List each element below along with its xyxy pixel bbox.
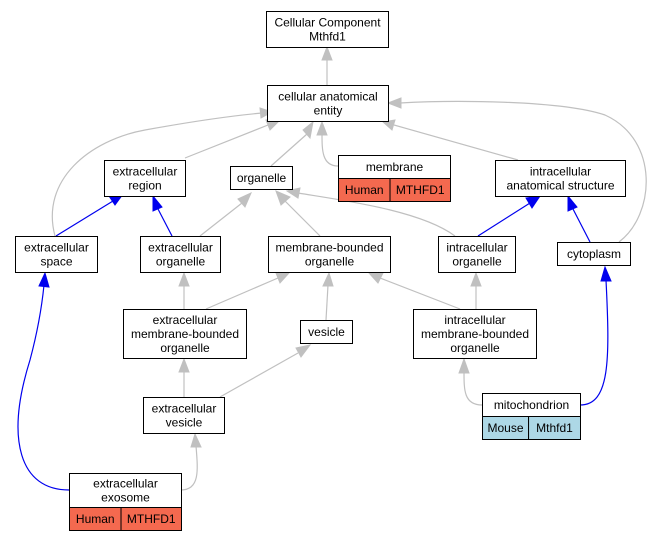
node-label: membrane-bounded (131, 327, 239, 341)
node-label: extracellular (153, 313, 218, 327)
edge-cyt-ias (567, 194, 591, 243)
node-label: Mthfd1 (309, 30, 346, 44)
node-label: exosome (101, 491, 150, 505)
node-label: organelle (237, 171, 287, 185)
gene-label: MTHFD1 (127, 512, 176, 526)
node-label: organelle (156, 255, 206, 269)
edge-ecs-cae (51, 107, 274, 237)
species-label: Human (76, 512, 115, 526)
node-label: extracellular (148, 241, 213, 255)
edge-cae-root (321, 45, 333, 85)
node-label: intracellular (530, 165, 591, 179)
node-label: extracellular (152, 402, 217, 416)
node-cyt[interactable]: cytoplasm (557, 242, 631, 266)
gene-label: Mthfd1 (536, 421, 573, 435)
node-label: membrane (366, 160, 424, 174)
edge-ecs-ecr (55, 193, 125, 237)
node-label: entity (314, 104, 343, 118)
edge-ico-org (285, 187, 456, 237)
edge-mem-cae (316, 120, 339, 167)
edge-ecv-emb (178, 357, 190, 397)
edge-mit-imb (458, 357, 483, 406)
node-label: membrane-bounded (421, 327, 529, 341)
node-label: space (40, 255, 72, 269)
edge-imb-ico (470, 271, 482, 309)
edge-exo-ecs (17, 271, 70, 491)
node-label: organelle (452, 255, 502, 269)
node-label: membrane-bounded (275, 241, 383, 255)
node-label: vesicle (308, 325, 345, 339)
node-label: Cellular Component (274, 16, 381, 30)
edge-eco-org (199, 192, 252, 237)
gene-tag (120, 507, 182, 531)
node-label: cellular anatomical (278, 90, 377, 104)
node-label: cytoplasm (567, 247, 621, 261)
edge-ecv-ves (219, 344, 312, 398)
edge-ecr-cae (184, 119, 282, 159)
gene-tag (528, 416, 581, 440)
edge-eco-ecr (152, 194, 173, 237)
node-label: extracellular (113, 165, 178, 179)
edge-emb-mbo (205, 272, 291, 310)
edge-ves-mbo (322, 271, 334, 321)
gene-label: MTHFD1 (396, 183, 445, 197)
node-label: vesicle (166, 416, 203, 430)
node-ves[interactable]: vesicle (300, 320, 353, 344)
edges (17, 45, 647, 491)
node-label: anatomical structure (506, 179, 614, 193)
node-label: organelle (305, 255, 355, 269)
node-org[interactable]: organelle (230, 166, 293, 190)
edge-mbo-org (275, 190, 321, 237)
node-label: region (128, 179, 161, 193)
species-label: Mouse (488, 421, 524, 435)
species-label: Human (345, 183, 384, 197)
node-label: mitochondrion (494, 398, 569, 412)
edge-exo-ecv (180, 432, 202, 491)
edge-ias-cae (381, 119, 519, 161)
node-label: intracellular (446, 241, 507, 255)
node-label: organelle (450, 341, 500, 355)
edge-cyt-cae (386, 97, 647, 243)
edge-ico-ias (477, 195, 542, 237)
node-label: organelle (160, 341, 210, 355)
node-label: extracellular (93, 477, 158, 491)
gene-tag (389, 178, 451, 202)
edge-mit-cyt (579, 265, 612, 406)
node-label: extracellular (24, 241, 89, 255)
edge-org-cae (270, 120, 314, 167)
edge-emb-eco (178, 271, 190, 309)
node-label: intracellular (444, 313, 505, 327)
edge-imb-mbo (367, 272, 461, 310)
